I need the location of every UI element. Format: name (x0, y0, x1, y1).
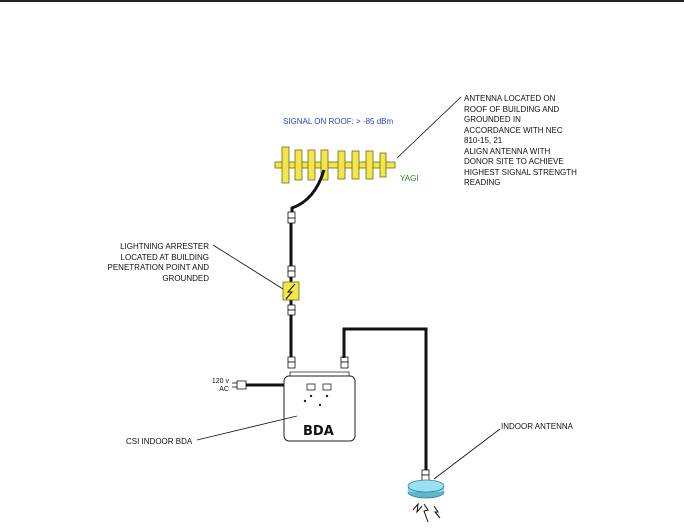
power-label-line: AC (196, 386, 229, 394)
bda-note-leader (197, 416, 297, 440)
lightning-arrester (283, 282, 299, 300)
arrester-note-line: LOCATED AT BUILDING (80, 253, 209, 264)
bda-note: CSI INDOOR BDA (126, 437, 192, 448)
antenna-note: ANTENNA LOCATED ON ROOF OF BUILDING AND … (464, 94, 577, 189)
antenna-note-line: GROUNDED IN (464, 115, 577, 126)
power-label: 120 v AC (196, 378, 229, 394)
antenna-note-line: DONOR SITE TO ACHIEVE (464, 157, 577, 168)
radiation-icon (413, 504, 440, 522)
antenna-note-line: 810-15, 21 (464, 136, 577, 147)
arrester-note-line: PENETRATION POINT AND (80, 263, 209, 274)
antenna-note-line: HIGHEST SIGNAL STRENGTH (464, 168, 577, 179)
antenna-note-line: READING (464, 178, 577, 189)
arrester-note-leader (213, 245, 283, 289)
bda-box-label: BDA (303, 424, 334, 439)
yagi-label: YAGI (400, 174, 419, 185)
antenna-note-leader (397, 97, 461, 158)
indoor-cable (344, 329, 426, 470)
indoor-antenna (408, 480, 444, 498)
arrester-note-line: LIGHTNING ARRESTER (80, 242, 209, 253)
antenna-note-line: ANTENNA LOCATED ON (464, 94, 577, 105)
arrester-note: LIGHTNING ARRESTER LOCATED AT BUILDING P… (80, 242, 209, 284)
antenna-note-line: ACCORDANCE WITH NEC (464, 126, 577, 137)
indoor-antenna-note: INDOOR ANTENNA (501, 422, 573, 433)
power-plug-icon (232, 381, 246, 389)
antenna-note-line: ALIGN ANTENNA WITH (464, 147, 577, 158)
yagi-antenna (275, 147, 395, 183)
signal-label: SIGNAL ON ROOF: > -85 dBm (283, 117, 393, 128)
antenna-note-line: ROOF OF BUILDING AND (464, 105, 577, 116)
power-label-line: 120 v (196, 378, 229, 386)
indoor-antenna-note-leader (434, 429, 500, 479)
arrester-note-line: GROUNDED (80, 274, 209, 285)
